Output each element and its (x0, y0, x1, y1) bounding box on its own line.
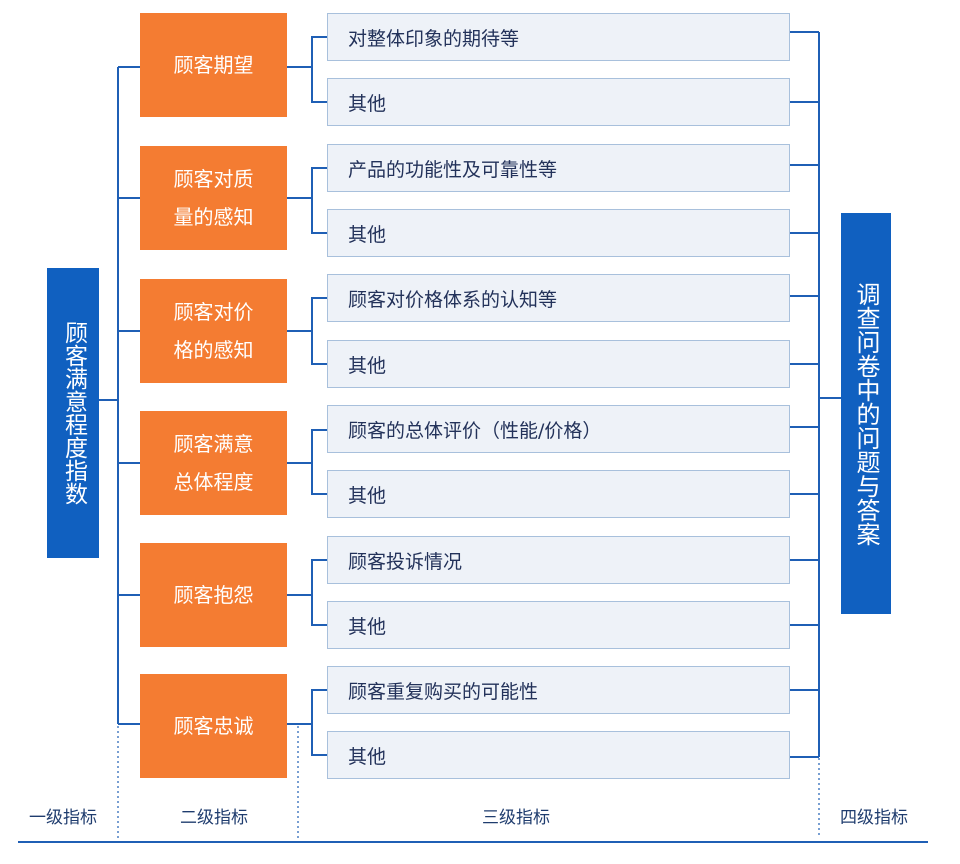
level3-label: 顾客对价格体系的认知等 (348, 288, 558, 311)
level2-label: 顾客对价格的感知 (173, 300, 254, 362)
level3-box-9: 顾客投诉情况 (327, 536, 790, 584)
level3-label: 顾客的总体评价（性能/价格） (348, 419, 602, 442)
footer-label-level2: 二级指标 (180, 808, 248, 828)
level3-box-4: 其他 (327, 209, 790, 257)
level3-box-2: 其他 (327, 78, 790, 126)
level3-box-1: 对整体印象的期待等 (327, 13, 790, 61)
level3-label: 其他 (348, 92, 387, 115)
level2-label: 顾客期望 (173, 53, 254, 77)
bracket-1 (311, 36, 327, 103)
level2-box-4: 顾客满意总体程度 (140, 411, 287, 515)
level3-label: 顾客重复购买的可能性 (348, 680, 539, 703)
level3-box-3: 产品的功能性及可靠性等 (327, 144, 790, 192)
level3-label: 其他 (348, 354, 387, 377)
level2-label: 顾客对质量的感知 (173, 167, 254, 229)
level3-box-8: 其他 (327, 470, 790, 518)
bracket-6 (311, 689, 327, 756)
level3-label: 产品的功能性及可靠性等 (348, 158, 558, 181)
level3-label: 对整体印象的期待等 (348, 27, 520, 50)
level2-label: 顾客满意总体程度 (173, 432, 254, 494)
level4-label: 调查问卷中的问题与答案 (852, 281, 880, 546)
level2-label: 顾客忠诚 (173, 714, 254, 738)
level2-box-2: 顾客对质量的感知 (140, 146, 287, 250)
level3-box-7: 顾客的总体评价（性能/价格） (327, 405, 790, 453)
bracket-4 (311, 429, 327, 495)
level2-label: 顾客抱怨 (173, 583, 254, 607)
level2-box-1: 顾客期望 (140, 13, 287, 117)
bracket-2 (311, 167, 327, 234)
level3-label: 顾客投诉情况 (348, 550, 463, 573)
level3-box-12: 其他 (327, 731, 790, 779)
level1-label: 顾客满意程度指数 (60, 321, 87, 505)
level3-label: 其他 (348, 745, 387, 768)
footer-label-level4: 四级指标 (840, 808, 908, 828)
footer-label-level1: 一级指标 (29, 808, 97, 828)
level2-box-3: 顾客对价格的感知 (140, 279, 287, 383)
level3-label: 其他 (348, 223, 387, 246)
level3-label: 其他 (348, 484, 387, 507)
bracket-5 (311, 559, 327, 626)
footer-label-level3: 三级指标 (482, 808, 550, 828)
level3-box-5: 顾客对价格体系的认知等 (327, 274, 790, 322)
level3-label: 其他 (348, 615, 387, 638)
level2-box-6: 顾客忠诚 (140, 674, 287, 778)
level3-box-11: 顾客重复购买的可能性 (327, 666, 790, 714)
bracket-3 (311, 297, 327, 365)
level3-box-6: 其他 (327, 340, 790, 388)
level1-box: 顾客满意程度指数 (47, 268, 99, 558)
level3-box-10: 其他 (327, 601, 790, 649)
level2-box-5: 顾客抱怨 (140, 543, 287, 647)
level4-box: 调查问卷中的问题与答案 (841, 213, 891, 614)
